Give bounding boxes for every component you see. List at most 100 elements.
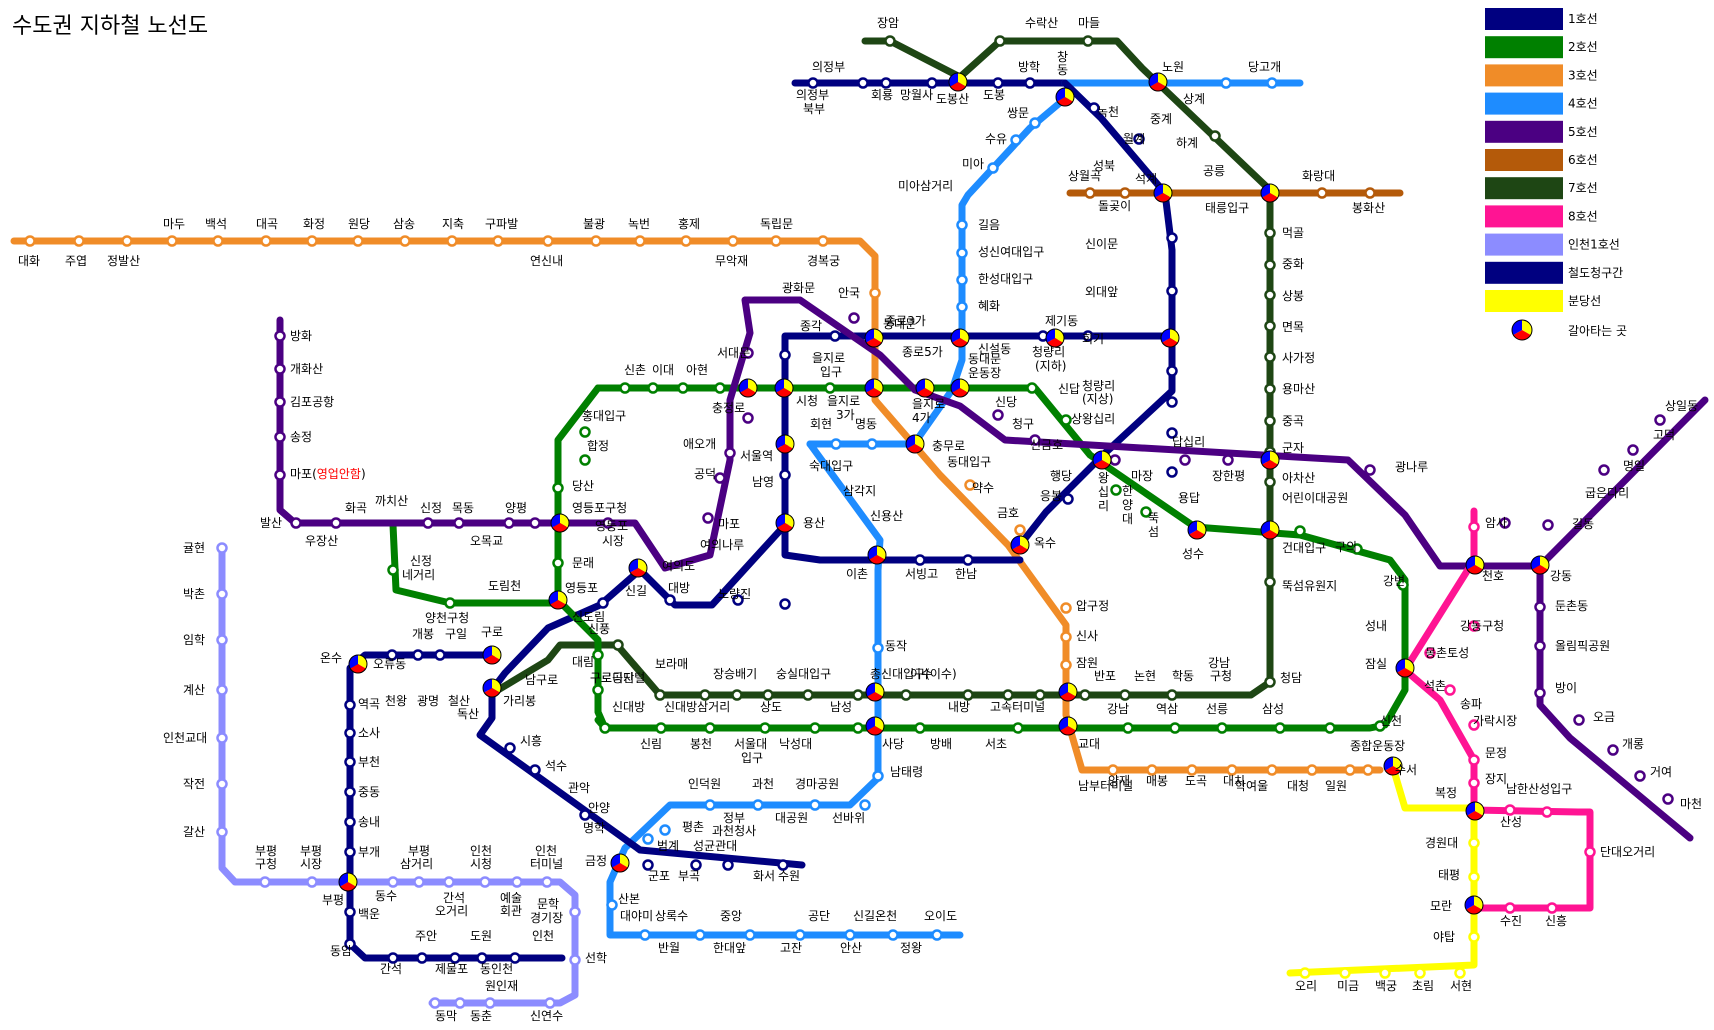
station-marker[interactable] — [1573, 714, 1585, 726]
station-marker[interactable] — [1264, 415, 1276, 427]
transfer-station-icon[interactable] — [1260, 450, 1280, 470]
transfer-station-icon[interactable] — [1465, 555, 1485, 575]
station-marker[interactable] — [742, 412, 754, 424]
station-marker[interactable] — [579, 426, 591, 438]
station-marker[interactable] — [659, 824, 671, 836]
station-marker[interactable] — [964, 479, 976, 491]
transfer-station-icon[interactable] — [1187, 520, 1207, 540]
station-marker[interactable] — [1607, 744, 1619, 756]
transfer-station-icon[interactable] — [775, 513, 795, 533]
transfer-station-icon[interactable] — [1092, 450, 1112, 470]
station-marker[interactable] — [1364, 187, 1376, 199]
station-marker[interactable] — [1468, 777, 1480, 789]
station-marker[interactable] — [216, 732, 228, 744]
station-marker[interactable] — [824, 382, 836, 394]
station-marker[interactable] — [914, 722, 926, 734]
station-marker[interactable] — [1166, 365, 1178, 377]
station-marker[interactable] — [443, 876, 455, 888]
station-marker[interactable] — [597, 597, 609, 609]
station-marker[interactable] — [1082, 35, 1094, 47]
station-marker[interactable] — [606, 899, 618, 911]
transfer-station-icon[interactable] — [1055, 87, 1075, 107]
station-marker[interactable] — [794, 929, 806, 941]
station-marker[interactable] — [962, 689, 974, 701]
station-marker[interactable] — [852, 722, 864, 734]
station-marker[interactable] — [387, 952, 399, 964]
station-marker[interactable] — [212, 235, 224, 247]
station-marker[interactable] — [579, 454, 591, 466]
station-marker[interactable] — [216, 542, 228, 554]
station-marker[interactable] — [453, 517, 465, 529]
station-marker[interactable] — [680, 235, 692, 247]
station-marker[interactable] — [872, 642, 884, 654]
transfer-station-icon[interactable] — [1160, 328, 1180, 348]
transfer-station-icon[interactable] — [548, 590, 568, 610]
station-marker[interactable] — [1140, 506, 1152, 518]
station-marker[interactable] — [216, 684, 228, 696]
station-marker[interactable] — [857, 77, 869, 89]
station-marker[interactable] — [216, 826, 228, 838]
station-marker[interactable] — [690, 859, 702, 871]
station-marker[interactable] — [724, 447, 736, 459]
station-marker[interactable] — [744, 929, 756, 941]
station-marker[interactable] — [872, 770, 884, 782]
station-marker[interactable] — [634, 235, 646, 247]
station-marker[interactable] — [1266, 764, 1278, 776]
station-marker[interactable] — [1264, 320, 1276, 332]
station-marker[interactable] — [511, 876, 523, 888]
station-marker[interactable] — [260, 235, 272, 247]
transfer-station-icon[interactable] — [864, 378, 884, 398]
station-marker[interactable] — [704, 722, 716, 734]
station-marker[interactable] — [1146, 764, 1158, 776]
station-marker[interactable] — [1598, 464, 1610, 476]
station-marker[interactable] — [992, 77, 1004, 89]
transfer-station-icon[interactable] — [1045, 328, 1065, 348]
station-marker[interactable] — [1264, 476, 1276, 488]
station-marker[interactable] — [1179, 454, 1191, 466]
station-marker[interactable] — [479, 876, 491, 888]
station-marker[interactable] — [1299, 967, 1311, 979]
station-marker[interactable] — [732, 594, 744, 606]
station-marker[interactable] — [1060, 631, 1072, 643]
station-marker[interactable] — [216, 778, 228, 790]
transfer-station-icon[interactable] — [1153, 183, 1173, 203]
station-marker[interactable] — [429, 997, 441, 1009]
station-marker[interactable] — [602, 517, 614, 529]
station-marker[interactable] — [807, 77, 819, 89]
station-marker[interactable] — [1166, 427, 1178, 439]
station-marker[interactable] — [552, 557, 564, 569]
station-marker[interactable] — [887, 929, 899, 941]
station-marker[interactable] — [1119, 689, 1131, 701]
station-marker[interactable] — [1266, 77, 1278, 89]
station-marker[interactable] — [166, 235, 178, 247]
legend-transfer-icon[interactable] — [1511, 319, 1533, 341]
station-marker[interactable] — [1654, 414, 1666, 426]
station-marker[interactable] — [1220, 77, 1232, 89]
station-marker[interactable] — [848, 312, 860, 324]
station-marker[interactable] — [731, 689, 743, 701]
station-marker[interactable] — [759, 722, 771, 734]
station-marker[interactable] — [344, 846, 356, 858]
station-marker[interactable] — [926, 77, 938, 89]
transfer-station-icon[interactable] — [864, 328, 884, 348]
station-marker[interactable] — [647, 382, 659, 394]
station-marker[interactable] — [387, 876, 399, 888]
station-marker[interactable] — [704, 799, 716, 811]
station-marker[interactable] — [1088, 102, 1100, 114]
station-marker[interactable] — [956, 219, 968, 231]
transfer-station-icon[interactable] — [775, 434, 795, 454]
station-marker[interactable] — [727, 235, 739, 247]
transfer-station-icon[interactable] — [1260, 183, 1280, 203]
station-marker[interactable] — [1079, 689, 1091, 701]
station-marker[interactable] — [714, 472, 726, 484]
station-marker[interactable] — [274, 469, 286, 481]
station-marker[interactable] — [569, 954, 581, 966]
transfer-station-icon[interactable] — [865, 682, 885, 702]
station-marker[interactable] — [1634, 770, 1646, 782]
station-marker[interactable] — [579, 809, 591, 821]
station-marker[interactable] — [454, 997, 466, 1009]
station-marker[interactable] — [1122, 722, 1134, 734]
station-marker[interactable] — [344, 906, 356, 918]
station-marker[interactable] — [529, 764, 541, 776]
station-marker[interactable] — [1216, 722, 1228, 734]
